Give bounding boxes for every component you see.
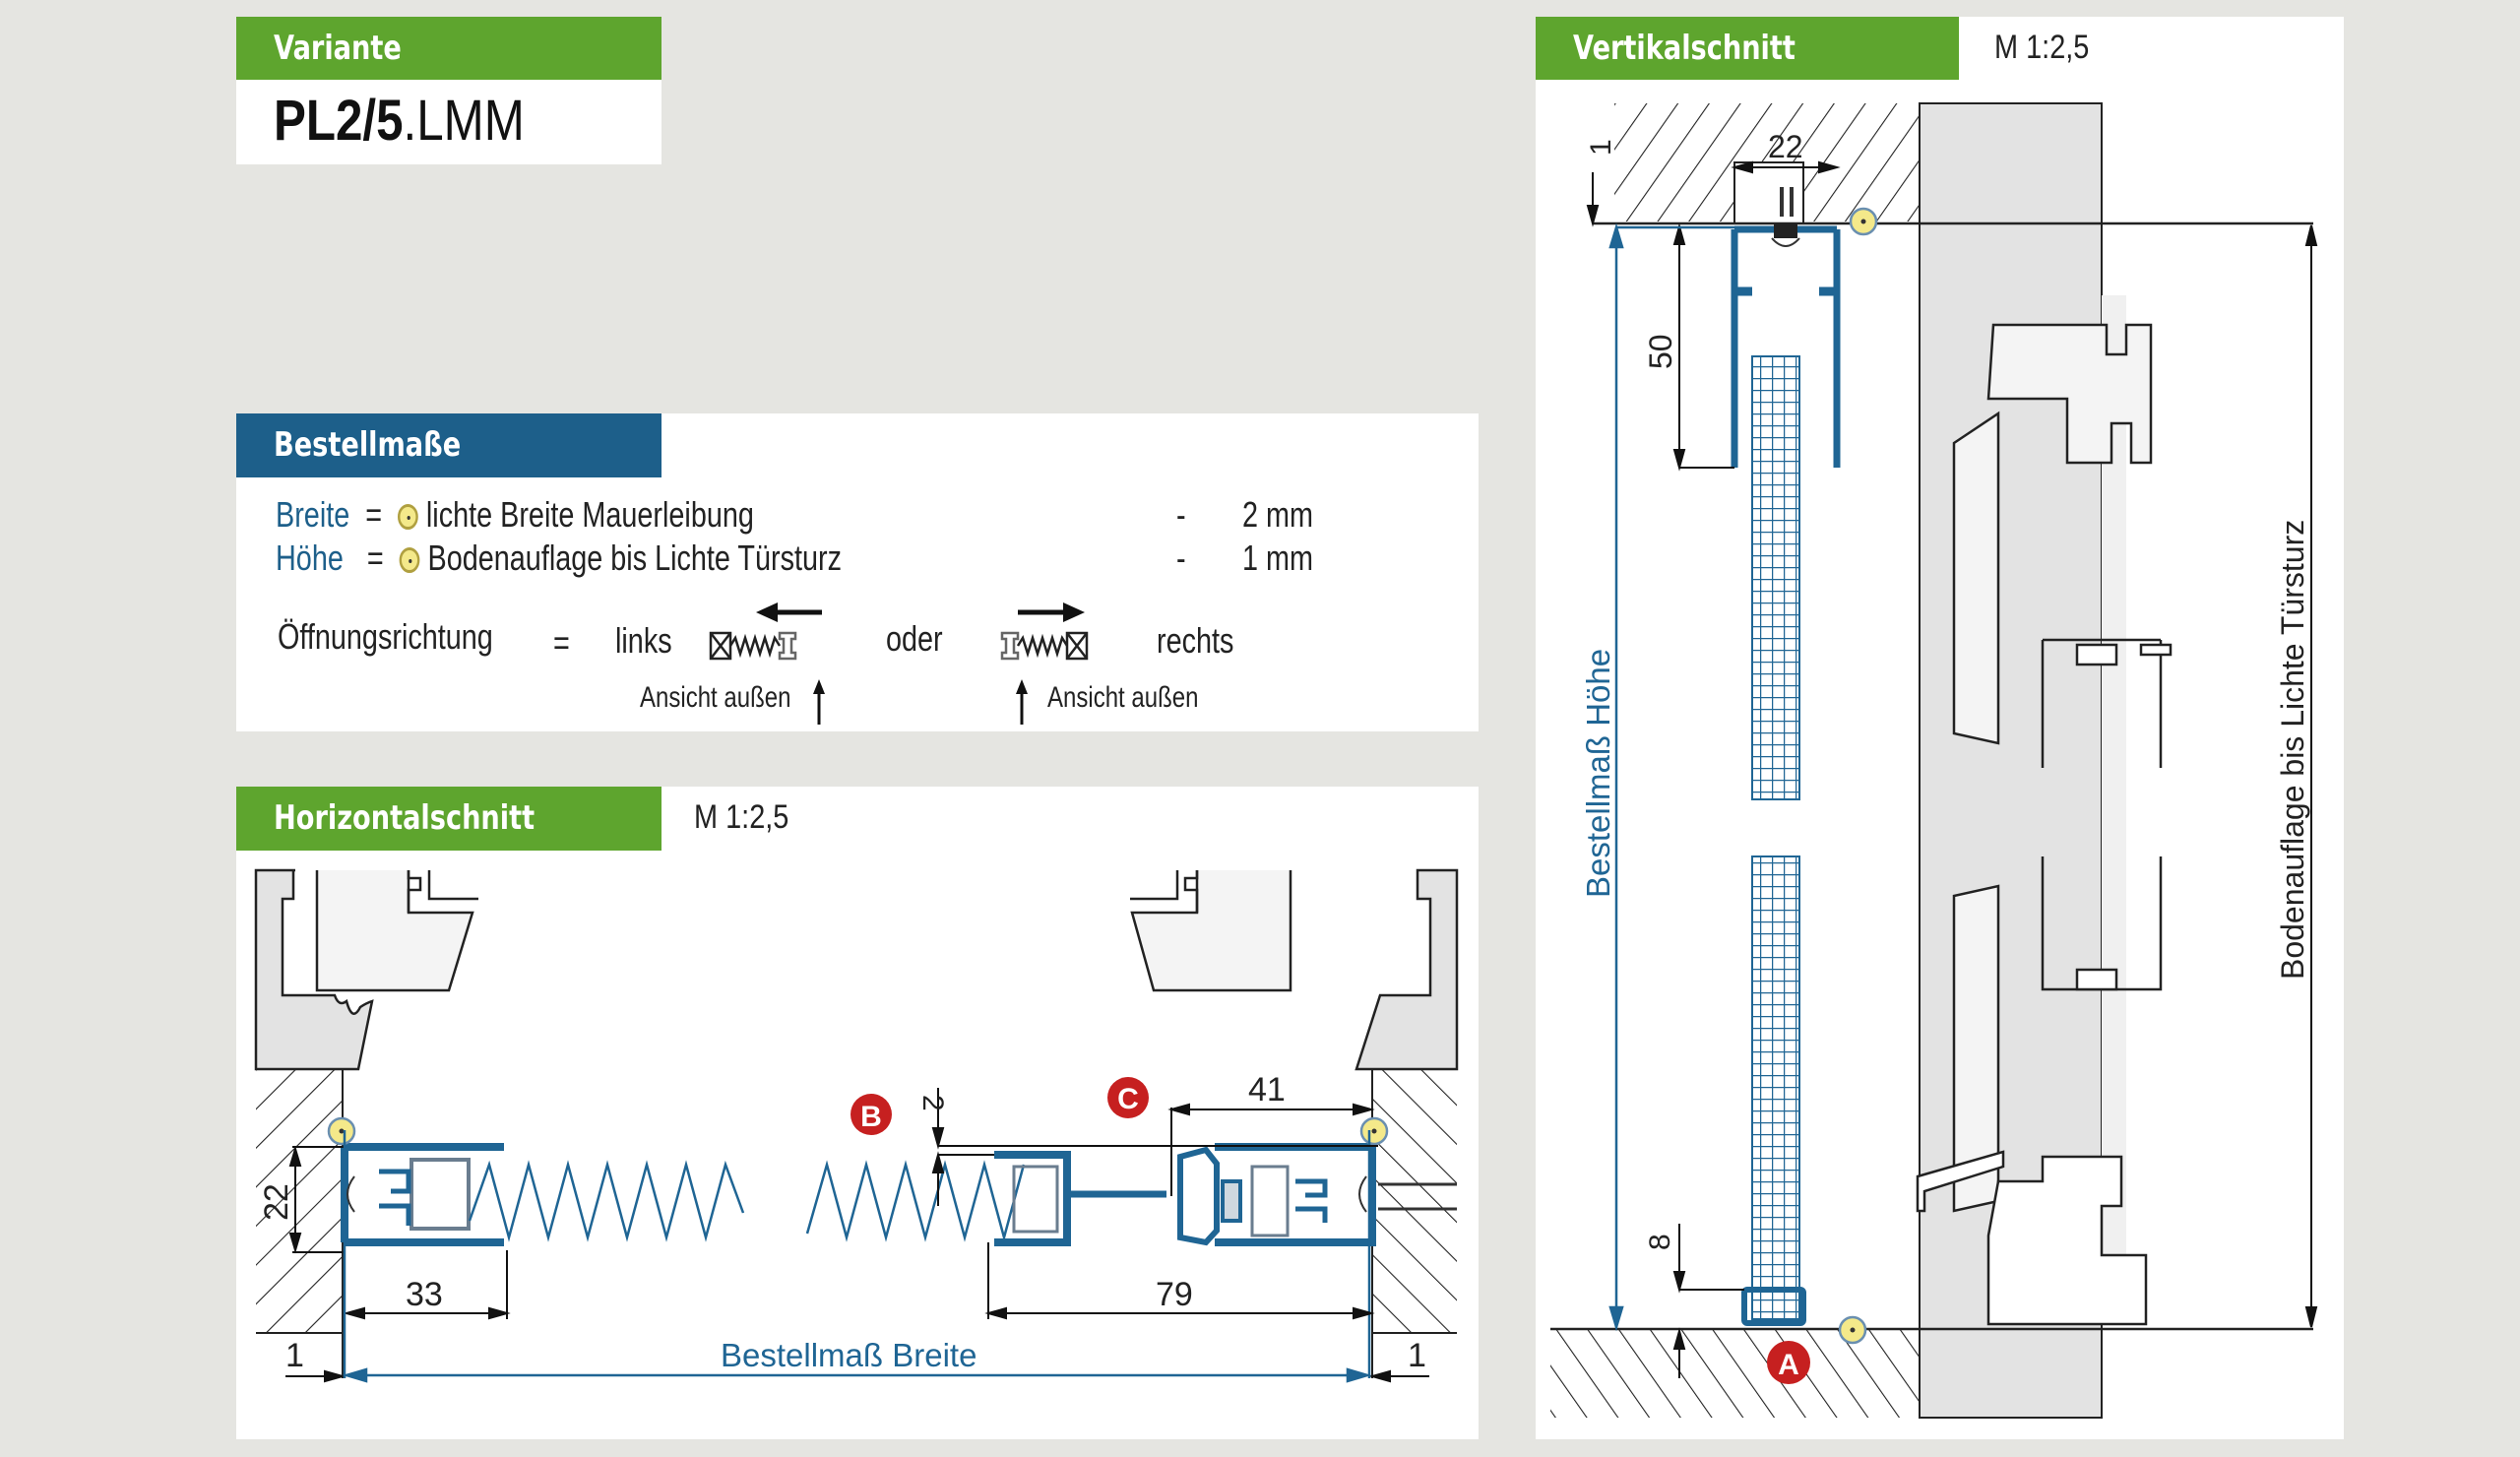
- top-guide-block: [1774, 224, 1797, 238]
- dimension-79: [984, 1242, 1375, 1320]
- dimension-1-left: [285, 1369, 346, 1383]
- opening-direction-label: Öffnungsrichtung: [278, 616, 493, 657]
- svg-text:C: C: [1117, 1083, 1139, 1115]
- height-minus: -: [1176, 538, 1186, 578]
- order-height-label: Bestellmaß Höhe: [1580, 649, 1616, 898]
- reference-point-icon: [1359, 1116, 1389, 1146]
- spring-pleat-right: [805, 1160, 1026, 1242]
- reference-point-icon: [1838, 1315, 1867, 1345]
- view-outside-left: Ansicht außen: [640, 681, 791, 714]
- dimension-1-top-label: 1: [1585, 139, 1617, 156]
- width-row: Breite = lichte Breite Mauerleibung: [276, 494, 873, 536]
- equals-sign: =: [365, 494, 383, 535]
- arrow-up-icon: [813, 679, 825, 725]
- height-description: Bodenauflage bis Lichte Türsturz: [427, 538, 843, 578]
- dimension-22-vertical: [1731, 160, 1841, 174]
- right-profile: [994, 1143, 1457, 1246]
- variant-code: PL2/5.LMM: [274, 88, 569, 154]
- horizontal-section-panel: Horizontalschnitt M 1:2,5: [236, 787, 1479, 1439]
- vertical-section-header: Vertikalschnitt: [1536, 17, 1959, 80]
- variant-header: Variante: [236, 17, 662, 80]
- vertical-section-scale: M 1:2,5: [1994, 29, 2090, 66]
- height-label: Höhe: [276, 538, 344, 578]
- svg-text:A: A: [1778, 1349, 1799, 1381]
- dimension-41: [1167, 1103, 1375, 1196]
- arrow-left-icon: [756, 602, 822, 622]
- variant-code-suffix: .LMM: [403, 89, 525, 153]
- dimension-8: [1672, 1224, 1744, 1378]
- mesh-lower: [1751, 855, 1800, 1320]
- variant-code-bold: PL2/5: [274, 89, 404, 153]
- svg-text:B: B: [860, 1101, 882, 1133]
- dimension-50: [1672, 222, 1734, 472]
- opening-or-label: oder: [886, 618, 943, 659]
- equals-sign: =: [366, 538, 384, 578]
- opening-left-label: links: [615, 620, 672, 661]
- dimension-2: [931, 1088, 1378, 1206]
- dimension-2-label: 2: [916, 1095, 949, 1111]
- horizontal-section-drawing: 22 33 1 1 Bestellmaß Breite: [254, 868, 1459, 1383]
- door-leaf-bottom: [1916, 884, 2148, 1326]
- dimension-79-label: 79: [1156, 1276, 1193, 1313]
- width-label: Breite: [276, 494, 350, 535]
- opening-equals: =: [553, 622, 570, 663]
- view-outside-right: Ansicht außen: [1047, 681, 1199, 714]
- opening-right-label: rechts: [1157, 620, 1234, 661]
- vertical-section-drawing: 1 22 50 8 Bestellmaß Höhe: [1550, 102, 2318, 1419]
- dimension-8-label: 8: [1644, 1234, 1676, 1250]
- marker-c: C: [1107, 1077, 1149, 1118]
- wall-right-hatch: [1372, 1069, 1457, 1333]
- order-width-dimension: [342, 1130, 1372, 1383]
- marker-b: B: [850, 1094, 892, 1135]
- reference-point-icon: [327, 1116, 356, 1146]
- dimension-1-right: [1368, 1369, 1429, 1383]
- variant-panel: Variante PL2/5.LMM: [236, 17, 662, 164]
- spring-pleat-left: [468, 1160, 745, 1242]
- dimension-41-label: 41: [1248, 1071, 1286, 1109]
- floor-to-lintel-dimension: [2304, 224, 2318, 1328]
- opening-direction-symbols: [709, 602, 1089, 725]
- left-profile: [341, 1143, 504, 1246]
- door-frame-left: [254, 868, 478, 1071]
- door-leaf-middle: [2041, 638, 2173, 991]
- order-height-dimension: [1608, 222, 1734, 1332]
- dimension-1-left-label: 1: [285, 1337, 304, 1374]
- width-description: lichte Breite Mauerleibung: [425, 494, 754, 535]
- horizontal-section-header: Horizontalschnitt: [236, 787, 662, 851]
- reference-point-icon: [399, 547, 420, 573]
- width-minus: -: [1176, 494, 1186, 535]
- height-row: Höhe = Bodenauflage bis Lichte Türsturz: [276, 538, 983, 579]
- width-value: 2 mm: [1242, 494, 1313, 535]
- bottom-rail-profile: [1741, 1287, 1806, 1326]
- order-dimensions-header: Bestellmaße: [236, 413, 662, 477]
- wall-left-hatch: [256, 1069, 343, 1333]
- arrow-up-icon: [1016, 679, 1028, 725]
- dimension-33-label: 33: [406, 1276, 443, 1313]
- mesh-upper: [1751, 355, 1800, 800]
- horizontal-section-scale: M 1:2,5: [694, 798, 789, 836]
- door-frame-right: [1130, 868, 1459, 1071]
- dimension-33: [343, 1250, 511, 1320]
- reference-point-icon: [398, 504, 418, 530]
- order-width-label: Bestellmaß Breite: [721, 1337, 976, 1373]
- dimension-1-right-label: 1: [1408, 1337, 1426, 1374]
- left-opening-symbol: [709, 631, 797, 661]
- dimension-22: [288, 1145, 345, 1254]
- dimension-1-top: [1586, 172, 1600, 227]
- marker-a: A: [1767, 1341, 1810, 1384]
- dimension-22-label: 22: [258, 1183, 295, 1221]
- order-dimensions-panel: Bestellmaße Breite = lichte Breite Mauer…: [236, 413, 1479, 731]
- floor-hatch: [1550, 1329, 1920, 1418]
- door-leaf-top: [1952, 323, 2153, 745]
- height-value: 1 mm: [1242, 538, 1313, 578]
- reference-point-icon: [1849, 207, 1878, 236]
- dimension-50-label: 50: [1643, 334, 1678, 369]
- arrow-right-icon: [1018, 602, 1085, 622]
- vertical-section-panel: Vertikalschnitt M 1:2,5: [1536, 17, 2344, 1439]
- dimension-22-vertical-label: 22: [1768, 129, 1803, 164]
- floor-to-lintel-label: Bodenauflage bis Lichte Türsturz: [2275, 520, 2310, 980]
- right-opening-symbol: [1000, 631, 1089, 661]
